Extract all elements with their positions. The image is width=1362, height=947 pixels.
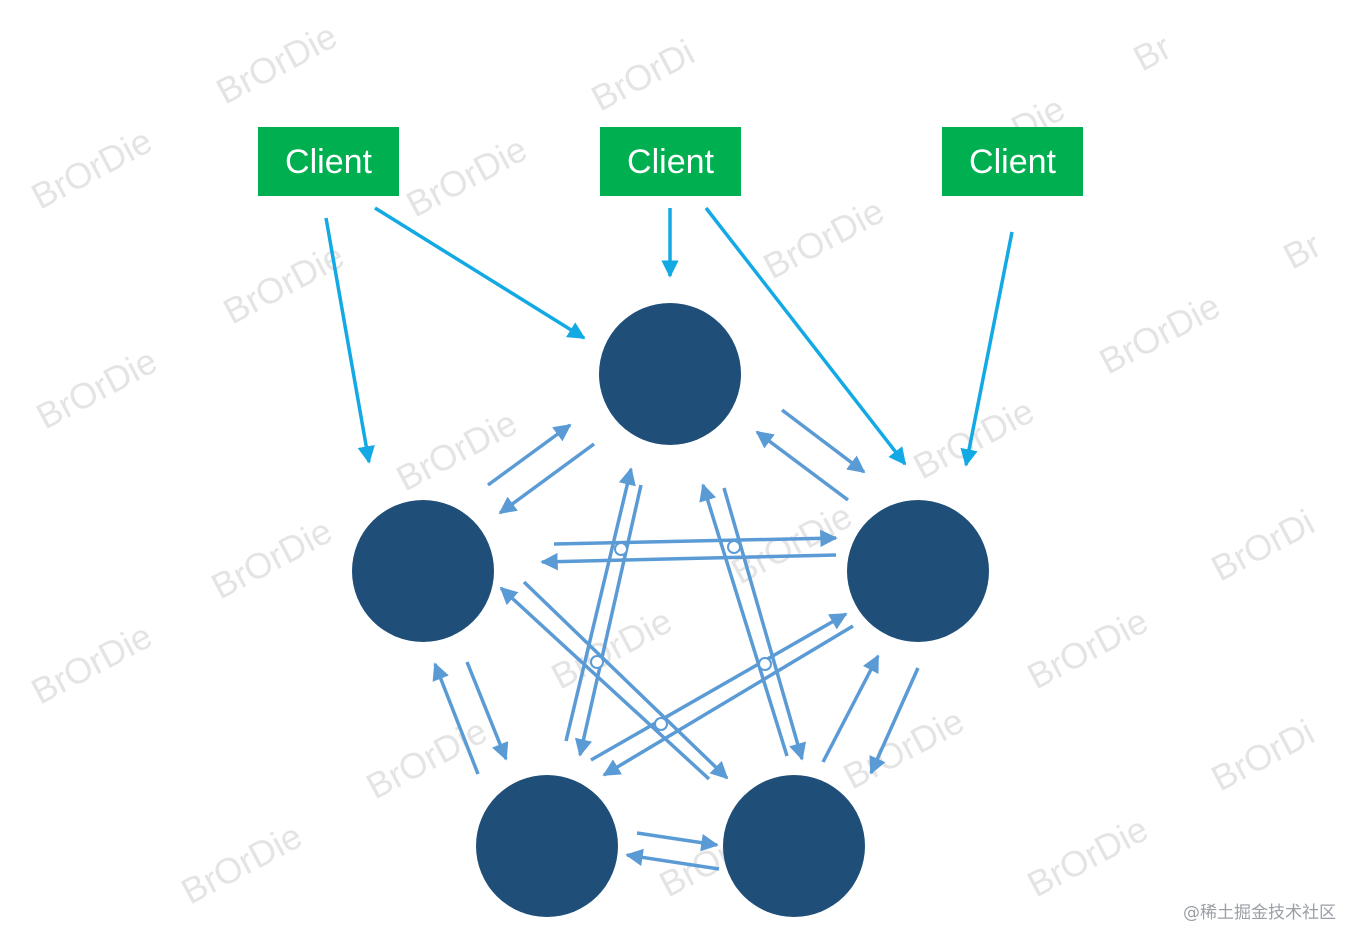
peer-arrow bbox=[553, 529, 838, 548]
crossing-hop bbox=[654, 717, 668, 731]
client-box-bg bbox=[600, 127, 741, 196]
watermark: BrOrDi bbox=[1205, 501, 1321, 589]
server-node-left bbox=[352, 500, 494, 642]
client-arrow bbox=[960, 231, 1014, 467]
crossing-hop bbox=[590, 655, 604, 669]
peer-arrow bbox=[636, 831, 719, 852]
peer-arrow bbox=[590, 612, 848, 762]
client-arrow bbox=[324, 217, 375, 464]
client-label: Client bbox=[285, 143, 372, 181]
client-box-bg bbox=[942, 127, 1083, 196]
watermark: BrOrDie bbox=[837, 700, 971, 797]
peer-arrow bbox=[821, 654, 880, 763]
watermark: BrOrDie bbox=[30, 340, 164, 437]
client-arrow bbox=[374, 206, 586, 340]
client-arrow-group bbox=[324, 206, 1014, 467]
peer-arrow bbox=[602, 624, 854, 777]
peer-arrow bbox=[755, 430, 850, 502]
watermark: BrOrDie bbox=[757, 190, 891, 287]
crossing-marks bbox=[590, 540, 772, 731]
peer-arrow bbox=[522, 580, 729, 780]
watermark: BrOrDie bbox=[725, 495, 859, 592]
source-credit: @稀土掘金技术社区 bbox=[1183, 903, 1336, 923]
peer-arrow bbox=[722, 487, 807, 761]
server-node-bottom-right bbox=[723, 775, 865, 917]
watermark: Br bbox=[1127, 26, 1178, 79]
peer-arrow bbox=[499, 586, 711, 781]
watermark: BrOrDie bbox=[175, 815, 309, 912]
client-box: Client bbox=[600, 127, 741, 196]
watermark: BrOrDie bbox=[25, 615, 159, 712]
crossing-hop bbox=[758, 657, 772, 671]
client-group: Client Client Client bbox=[258, 127, 1083, 196]
peer-arrow bbox=[498, 442, 596, 515]
server-node-top bbox=[599, 303, 741, 445]
client-arrow bbox=[704, 206, 907, 466]
crossing-hop bbox=[614, 542, 628, 556]
client-label: Client bbox=[627, 143, 714, 181]
peer-arrow bbox=[540, 552, 837, 571]
watermark: BrOrDie bbox=[907, 390, 1041, 487]
client-label: Client bbox=[969, 143, 1056, 181]
crossing-hop bbox=[727, 540, 741, 554]
watermark: BrOrDi bbox=[1205, 711, 1321, 799]
peer-arrow bbox=[432, 662, 480, 775]
watermark: BrOrDie bbox=[1021, 808, 1155, 905]
watermark: BrOrDi bbox=[585, 31, 701, 119]
watermark: BrOrDie bbox=[1021, 600, 1155, 697]
server-node-bottom-left bbox=[476, 775, 618, 917]
peer-arrow bbox=[780, 408, 866, 474]
watermark: Br bbox=[1277, 224, 1328, 277]
watermark: BrOrDie bbox=[205, 510, 339, 607]
watermark: BrOrDie bbox=[25, 120, 159, 217]
client-box: Client bbox=[942, 127, 1083, 196]
peer-arrow bbox=[486, 423, 572, 487]
client-box-bg bbox=[258, 127, 399, 196]
peer-arrow bbox=[869, 667, 920, 775]
watermark: BrOrDie bbox=[390, 402, 524, 499]
client-box: Client bbox=[258, 127, 399, 196]
peer-arrow bbox=[465, 661, 509, 761]
watermark: BrOrDie bbox=[400, 128, 534, 225]
server-nodes bbox=[352, 303, 989, 917]
peer-arrow bbox=[564, 467, 636, 742]
peer-arrow bbox=[574, 484, 643, 757]
watermark: BrOrDie bbox=[1093, 285, 1227, 382]
peer-arrow-group bbox=[432, 408, 920, 871]
watermark: BrOrDie bbox=[210, 15, 344, 112]
peer-arrow bbox=[699, 483, 789, 757]
peer-arrow bbox=[625, 848, 720, 871]
server-node-right bbox=[847, 500, 989, 642]
